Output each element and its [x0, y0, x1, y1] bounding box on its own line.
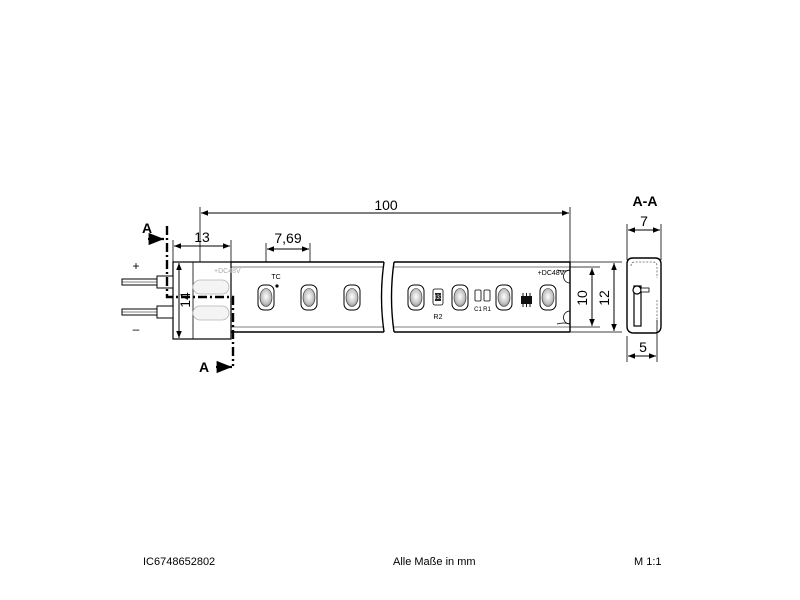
led: [257, 284, 275, 311]
cable-minus: [121, 305, 174, 319]
resistor-marking: 331: [433, 295, 444, 301]
dimension-width-10-label: 10: [574, 290, 590, 306]
dimension-led-pitch-label: 7,69: [274, 230, 301, 246]
section-view: A-A 7 5: [626, 193, 662, 362]
capacitor-c1-label: C1: [474, 307, 482, 313]
strip-segment-left: TC: [231, 261, 385, 333]
resistor-r2-label: R2: [434, 314, 443, 321]
end-cap-voltage-label: +DC48V: [214, 268, 241, 275]
dimension-length: 100: [199, 197, 571, 262]
led: [300, 284, 318, 311]
ic-chip: [521, 293, 532, 307]
dimension-width-10: 10: [570, 266, 600, 328]
led: [407, 284, 425, 311]
strip-segment-right: +DC48V 331 R2 C1 R1: [390, 261, 571, 333]
dimension-end-cap: 13: [172, 229, 232, 262]
dimension-length-label: 100: [374, 197, 398, 213]
led: [495, 284, 513, 311]
scale-label: M 1:1: [634, 556, 662, 568]
capacitor-c1: [474, 289, 482, 302]
dimension-height-label: 14: [177, 292, 193, 308]
units-note: Alle Maße in mm: [393, 556, 476, 568]
strip-voltage-label: +DC48V: [538, 270, 565, 277]
dimension-section-width-label: 7: [640, 213, 648, 229]
resistor-r1-label: R1: [483, 307, 491, 313]
section-cut-line: A A: [142, 220, 235, 375]
cable-plus: [121, 275, 174, 289]
led-group: [257, 284, 557, 311]
article-number: IC6748652802: [143, 556, 216, 568]
section-cut-label-top: A: [142, 220, 152, 236]
resistor-r1: [483, 289, 491, 302]
dimension-width-12-label: 12: [596, 290, 612, 306]
end-cap: +DC48V: [172, 261, 241, 340]
led: [343, 284, 361, 311]
dimension-end-cap-label: 13: [194, 229, 210, 245]
minus-sign: –: [133, 322, 140, 336]
dimension-led-pitch: 7,69: [265, 230, 311, 262]
led: [451, 284, 469, 311]
pad-label: TC: [271, 274, 280, 281]
section-view-title: A-A: [633, 193, 658, 209]
section-cut-label-bottom: A: [199, 359, 209, 375]
led: [539, 284, 557, 311]
dimension-section-height-label: 5: [639, 339, 647, 355]
plus-sign: +: [132, 259, 139, 273]
dimension-width-12: 12: [570, 261, 622, 333]
